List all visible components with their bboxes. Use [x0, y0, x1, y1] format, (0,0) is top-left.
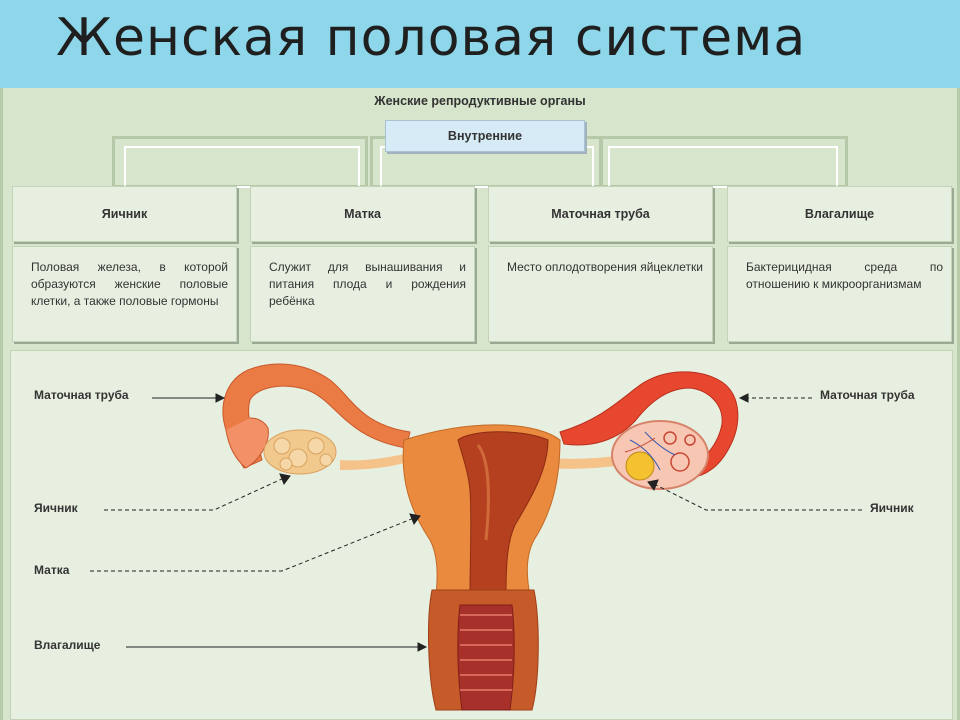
- card-ovary-title: Яичник: [12, 186, 237, 242]
- card-uterus-title: Матка: [250, 186, 475, 242]
- title-bar: Женская половая система: [0, 0, 960, 88]
- card-tube-title: Маточная труба: [488, 186, 713, 242]
- card-tube-text: Место оплодотворения яйцеклетки: [488, 246, 713, 342]
- card-vagina-text: Бактерицидная среда по отношению к микро…: [727, 246, 952, 342]
- card-uterus-text: Служит для вынашивания и питания плода и…: [250, 246, 475, 342]
- label-left-ovary: Яичник: [34, 501, 78, 515]
- label-uterus: Матка: [34, 563, 70, 577]
- label-vagina: Влагалище: [34, 638, 101, 652]
- vaginal-canal: [457, 604, 515, 711]
- card-ovary-text: Половая железа, в которой образуются жен…: [12, 246, 237, 342]
- pointer-uterus: [90, 517, 415, 572]
- left-ovarian-ligament: [340, 452, 414, 470]
- label-right-tube: Маточная труба: [820, 388, 915, 402]
- connector-left-inner: [124, 146, 360, 188]
- uterine-cavity: [457, 431, 549, 596]
- left-fimbriae: [225, 417, 269, 469]
- card-vagina-title: Влагалище: [727, 186, 952, 242]
- internal-organs-box: Внутренние: [385, 120, 585, 152]
- diagram-subtitle: Женские репродуктивные органы: [374, 94, 586, 108]
- page-title: Женская половая система: [56, 8, 807, 68]
- connector-right-inner: [608, 146, 838, 188]
- pointer-left-ovary: [104, 477, 285, 511]
- label-right-ovary: Яичник: [870, 501, 914, 515]
- label-left-tube: Маточная труба: [34, 388, 129, 402]
- right-ovarian-ligament: [548, 456, 616, 469]
- pointer-right-ovary: [653, 483, 862, 511]
- right-ovary: [611, 420, 709, 490]
